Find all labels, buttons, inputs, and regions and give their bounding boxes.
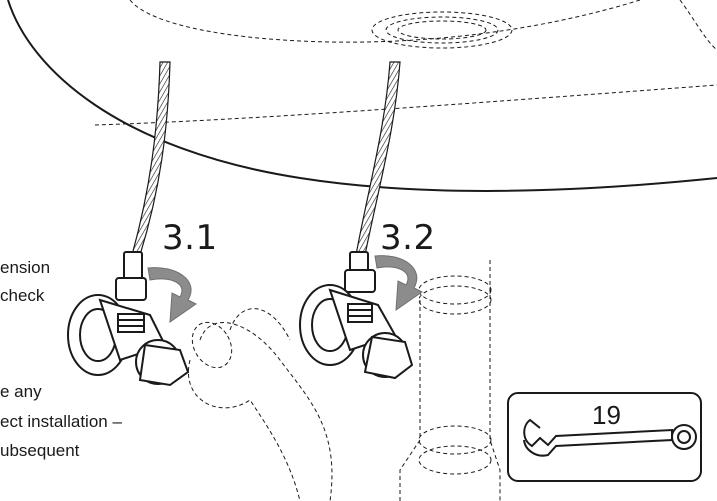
step-label-3-1: 3.1 xyxy=(162,218,218,258)
angle-valve-right xyxy=(299,251,414,380)
tighten-arrow-right xyxy=(374,255,423,312)
basin xyxy=(7,0,717,193)
drain-trap xyxy=(188,260,501,501)
instruction-line-2: check xyxy=(0,286,45,305)
tighten-arrow-left xyxy=(147,267,197,324)
instruction-line-4: ect installation – xyxy=(0,412,122,431)
instruction-line-5: ubsequent xyxy=(0,441,80,460)
step-label-3-2: 3.2 xyxy=(380,218,436,258)
angle-valve-left xyxy=(67,251,190,387)
instruction-line-1: ension xyxy=(0,258,51,277)
instruction-line-3: e any xyxy=(0,382,42,401)
basin-drain xyxy=(371,11,513,49)
wrench-size-label: 19 xyxy=(592,400,621,430)
wrench-icon xyxy=(523,418,697,457)
